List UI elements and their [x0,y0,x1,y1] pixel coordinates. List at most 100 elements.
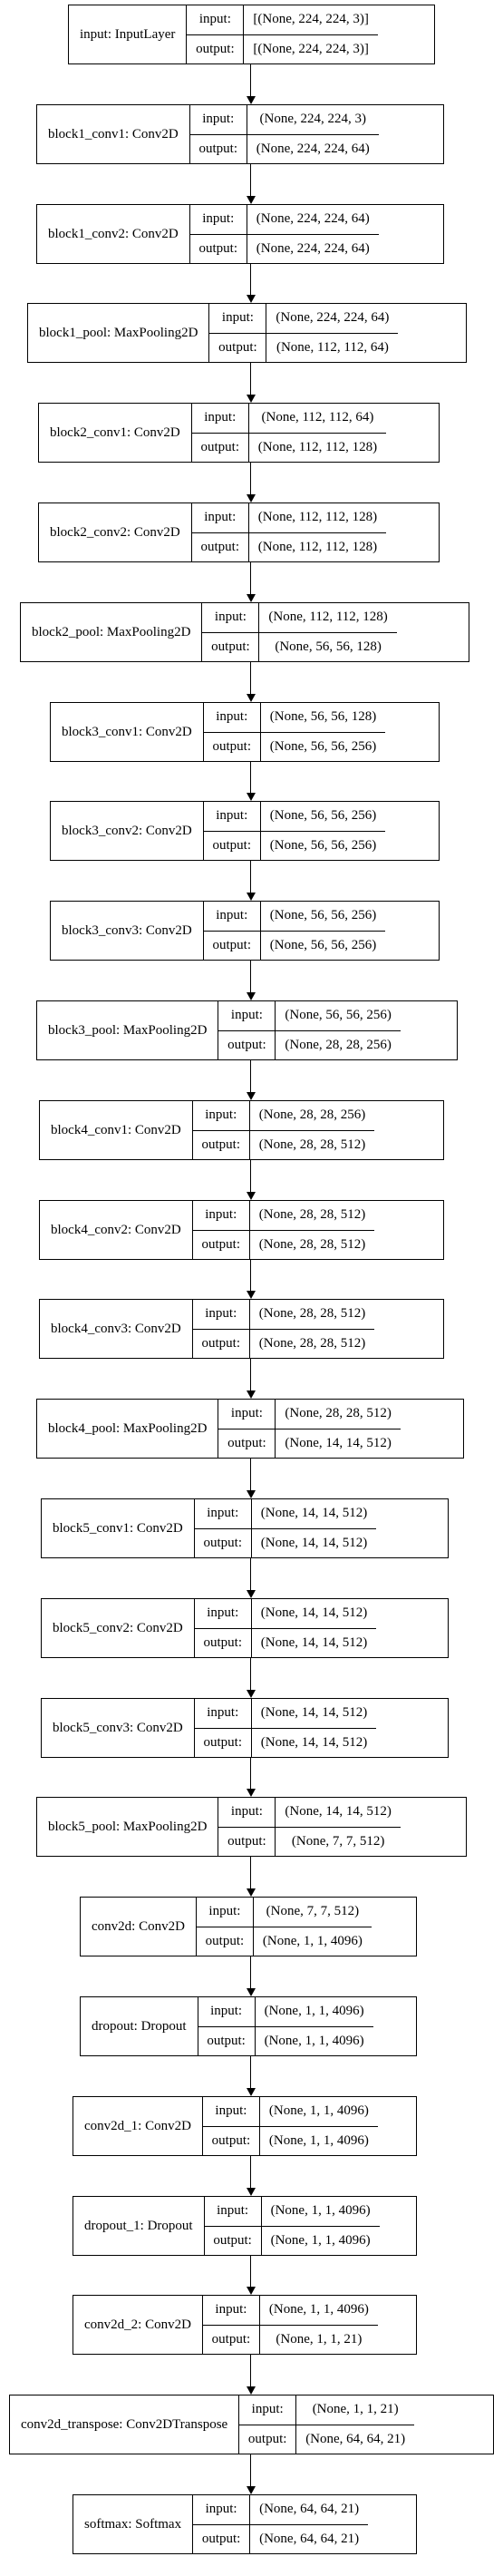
input-row: input:(None, 14, 14, 512) [218,1798,400,1827]
output-row: output:(None, 64, 64, 21) [239,2424,415,2454]
input-row: input:(None, 56, 56, 256) [218,1001,400,1030]
arrow-head-icon [247,1988,256,1996]
input-label: input: [193,1101,250,1130]
input-row: input:(None, 1, 1, 21) [239,2395,414,2425]
output-row: output:(None, 28, 28, 256) [218,1029,401,1059]
connector-line [250,762,252,793]
output-shape: (None, 112, 112, 128) [257,439,378,454]
arrow-head-icon [247,2088,256,2096]
output-row: output:(None, 28, 28, 512) [192,1129,375,1159]
arrow-head-icon [247,2486,256,2494]
input-row: input:(None, 1, 1, 4096) [203,2097,378,2126]
output-row: output:(None, 1, 1, 4096) [204,2225,380,2255]
input-shape: (None, 28, 28, 256) [258,1107,366,1123]
io-table: input:(None, 14, 14, 512)output:(None, 1… [194,1499,377,1557]
connector-line [250,1459,252,1490]
input-shape: (None, 1, 1, 21) [312,2402,399,2417]
input-label: input: [197,1898,254,1927]
io-table: input:(None, 1, 1, 4096)output:(None, 1,… [204,2197,380,2255]
io-table: input:(None, 224, 224, 64)output:(None, … [189,205,379,263]
input-label: input: [193,2495,251,2524]
output-shape: (None, 1, 1, 4096) [268,2132,369,2148]
output-shape: [(None, 224, 224, 3)] [253,41,369,56]
arrow-head-icon [247,196,256,204]
input-label: input: [193,1201,250,1230]
layer-name: block3_pool: MaxPooling2D [37,1001,219,1059]
input-shape: (None, 112, 112, 64) [261,410,374,425]
io-table: input:(None, 28, 28, 512)output:(None, 1… [218,1400,401,1458]
input-label: input: [195,1699,252,1728]
io-table: input:(None, 1, 1, 4096)output:(None, 1,… [202,2296,378,2354]
io-table: input:(None, 56, 56, 256)output:(None, 5… [203,902,386,960]
input-label: input: [209,304,267,333]
input-row: input:(None, 14, 14, 512) [195,1499,376,1528]
output-row: output:(None, 1, 1, 21) [202,2324,378,2354]
layer-name: conv2d: Conv2D [81,1898,197,1956]
connector-line [250,2056,252,2088]
arrow-head-icon [247,1192,256,1200]
output-shape: (None, 14, 14, 512) [260,1734,368,1750]
output-shape: (None, 56, 56, 256) [269,937,377,952]
output-row: output: (None, 7, 7, 512) [218,1826,401,1856]
connector-line [250,363,252,395]
input-label: input: [204,802,261,831]
layer-name: conv2d_2: Conv2D [73,2296,203,2354]
arrow-head-icon [247,1092,256,1100]
output-label: output: [195,1628,252,1657]
output-label: output: [193,2524,251,2553]
connector-line [250,1956,252,1988]
io-table: input:(None, 112, 112, 128)output:(None,… [191,503,387,561]
output-label: output: [192,532,249,561]
output-label: output: [193,1230,250,1259]
output-row: output:(None, 112, 112, 128) [191,532,387,561]
output-label: output: [203,2126,260,2155]
input-shape: (None, 56, 56, 128) [269,709,377,725]
layer-name: block1_conv1: Conv2D [37,105,190,163]
io-table: input:(None, 28, 28, 512)output:(None, 2… [192,1201,375,1259]
output-shape: (None, 64, 64, 21) [305,2431,406,2446]
output-label: output: [205,2226,262,2255]
output-shape: (None, 7, 7, 512) [291,1833,385,1849]
input-label: input: [202,603,260,632]
layer-name: block1_pool: MaxPooling2D [28,304,210,362]
input-shape: (None, 224, 224, 64) [256,211,370,227]
output-label: output: [218,1827,276,1856]
io-table: input:(None, 56, 56, 256)output:(None, 5… [203,802,386,860]
output-shape: (None, 224, 224, 64) [256,141,370,156]
output-label: output: [203,2325,260,2354]
arrow-head-icon [247,1590,256,1598]
connector-line [250,164,252,196]
input-shape: (None, 14, 14, 512) [260,1705,368,1721]
io-table: input:(None, 56, 56, 256)output:(None, 2… [218,1001,401,1059]
io-table: input:(None, 14, 14, 512)output:(None, 1… [194,1599,377,1657]
input-row: input:(None, 1, 1, 4096) [205,2197,380,2226]
arrow-head-icon [247,594,256,602]
connector-line [250,562,252,594]
connector-line [250,662,252,694]
connector-line [250,64,252,96]
layer-name: conv2d_1: Conv2D [73,2097,203,2155]
io-table: input:(None, 64, 64, 21)output:(None, 64… [193,2495,369,2553]
layer-name: dropout: Dropout [81,1997,198,2055]
connector-line [250,2355,252,2386]
output-row: output:(None, 56, 56, 256) [203,930,386,960]
output-row: output:(None, 1, 1, 4096) [198,2025,373,2055]
input-row: input:(None, 224, 224, 3) [190,105,379,134]
io-table: input: (None, 28, 28, 256) output:(None, 2… [192,1101,375,1159]
arrow-head-icon [247,2188,256,2196]
input-row: input:(None, 112, 112, 64) [192,404,386,433]
input-row: input:(None, 56, 56, 256) [204,902,385,931]
layer-name: block5_conv1: Conv2D [42,1499,195,1557]
